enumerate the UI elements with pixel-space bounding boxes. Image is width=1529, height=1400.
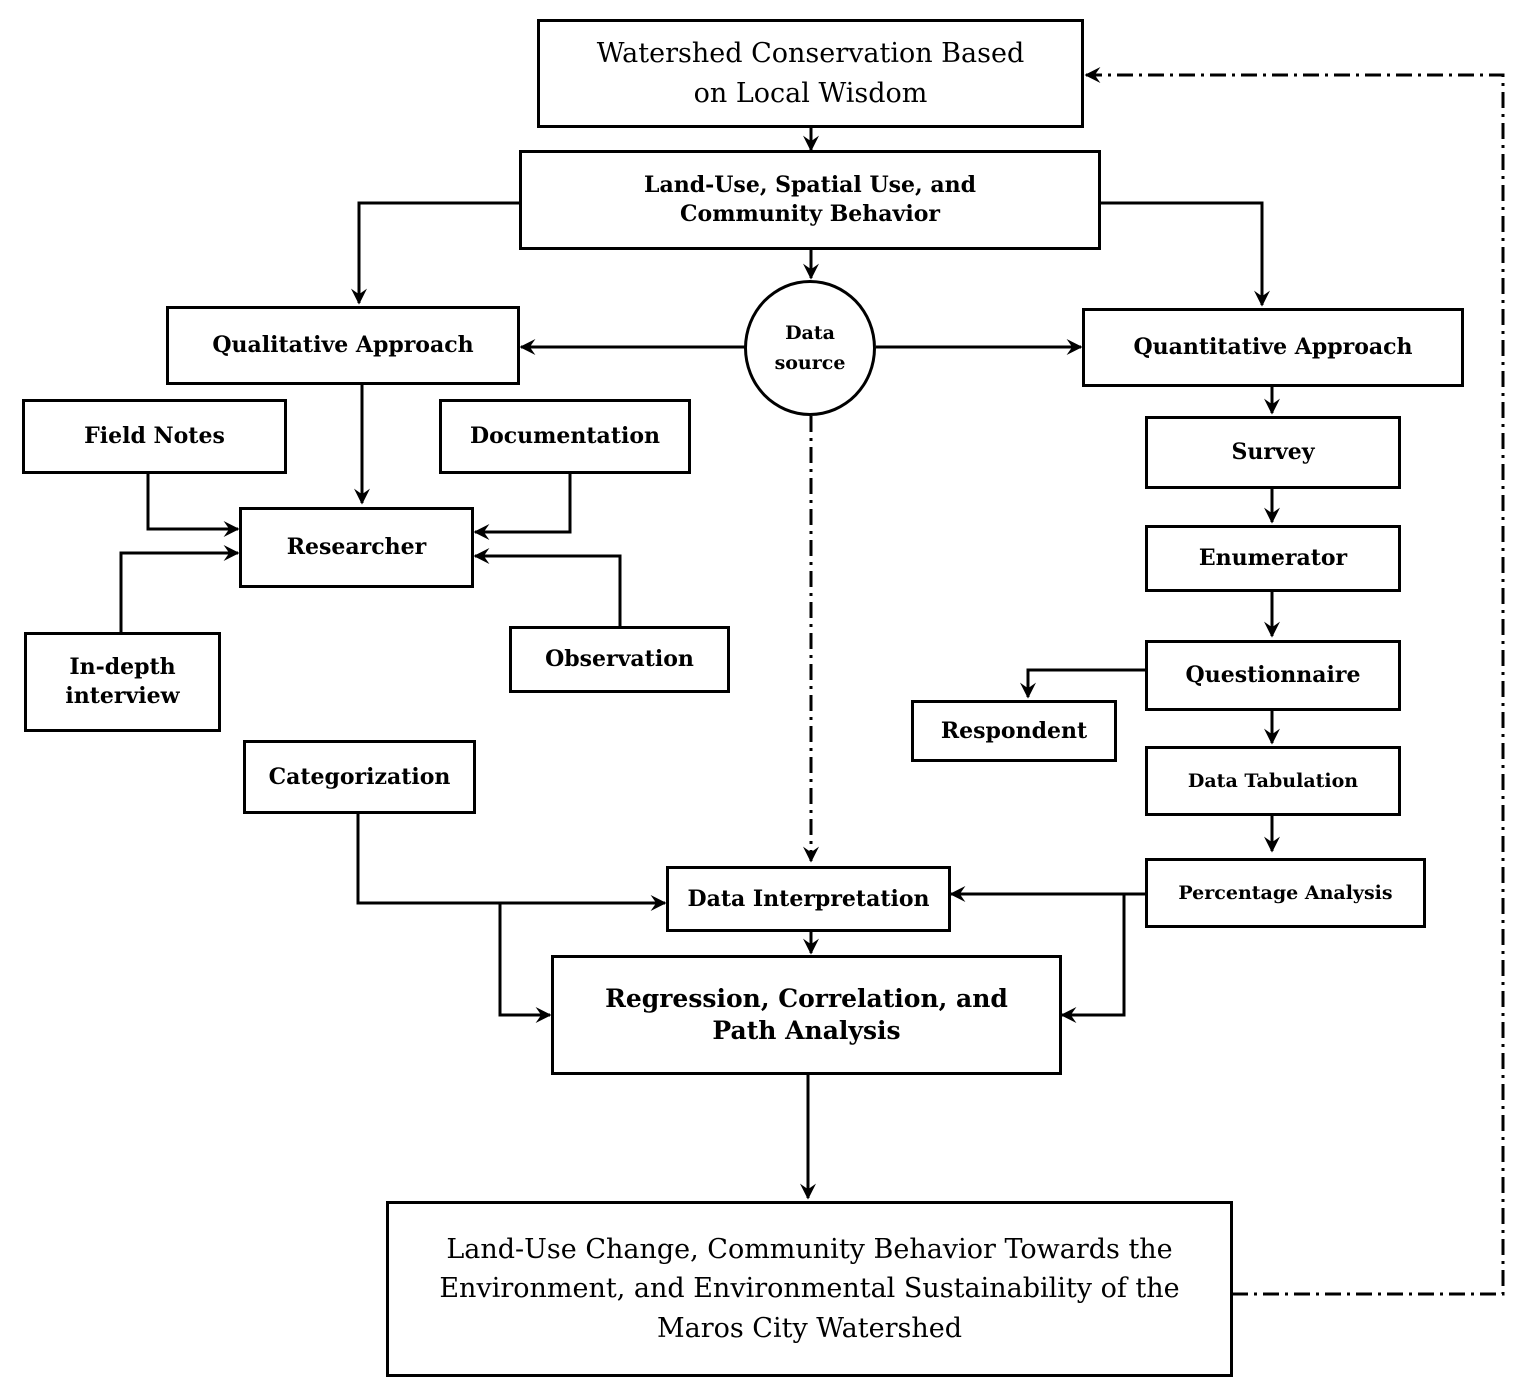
arrow-documentation-to-researcher (473, 474, 572, 540)
outcome-label: Land-Use Change, Community Behavior Towa… (439, 1234, 1180, 1344)
arrow-categorization-to-regression (498, 903, 552, 1023)
data-tabulation-label: Data Tabulation (1187, 769, 1359, 792)
arrow-categorization-to-interpretation (356, 814, 667, 911)
node-survey: Survey (1145, 416, 1401, 489)
arrow-fieldnotes-to-researcher (146, 474, 240, 537)
data-source-label: Data source (774, 321, 846, 374)
arrow-landuse-to-qualitative (351, 201, 520, 305)
node-enumerator: Enumerator (1145, 525, 1401, 592)
node-researcher: Researcher (239, 507, 474, 588)
arrow-interview-to-researcher (119, 545, 240, 632)
node-land-use-behavior: Land-Use, Spatial Use, and Community Beh… (519, 150, 1101, 250)
regression-analysis-label: Regression, Correlation, and Path Analys… (605, 983, 1008, 1046)
quantitative-approach-label: Quantitative Approach (1133, 334, 1413, 361)
watershed-conservation-label: Watershed Conservation Based on Local Wi… (596, 38, 1025, 109)
node-quantitative-approach: Quantitative Approach (1082, 308, 1464, 387)
node-observation: Observation (509, 626, 730, 693)
qualitative-approach-label: Qualitative Approach (212, 332, 474, 359)
node-documentation: Documentation (439, 399, 691, 474)
survey-label: Survey (1231, 439, 1315, 466)
node-in-depth-interview: In-depth interview (24, 632, 221, 732)
node-regression-analysis: Regression, Correlation, and Path Analys… (551, 955, 1062, 1075)
node-respondent: Respondent (911, 700, 1117, 762)
feedback-outcome-to-conservation (1084, 67, 1505, 1296)
node-questionnaire: Questionnaire (1145, 640, 1401, 711)
questionnaire-label: Questionnaire (1185, 662, 1361, 689)
arrow-landuse-to-quantitative (1101, 201, 1270, 307)
documentation-label: Documentation (469, 423, 661, 450)
enumerator-label: Enumerator (1198, 545, 1348, 572)
node-field-notes: Field Notes (22, 399, 287, 474)
respondent-label: Respondent (940, 717, 1088, 744)
field-notes-label: Field Notes (84, 423, 225, 450)
node-outcome: Land-Use Change, Community Behavior Towa… (386, 1201, 1233, 1377)
arrow-percentage-to-regression (1060, 894, 1126, 1023)
node-data-interpretation: Data Interpretation (666, 866, 951, 932)
land-use-behavior-label: Land-Use, Spatial Use, and Community Beh… (644, 172, 976, 227)
categorization-label: Categorization (268, 763, 451, 790)
node-percentage-analysis: Percentage Analysis (1145, 858, 1426, 928)
node-qualitative-approach: Qualitative Approach (166, 306, 520, 385)
arrow-questionnaire-to-respondent (1020, 668, 1145, 699)
observation-label: Observation (545, 646, 694, 673)
data-interpretation-label: Data Interpretation (687, 885, 930, 912)
node-watershed-conservation: Watershed Conservation Based on Local Wi… (537, 19, 1084, 128)
researcher-label: Researcher (286, 534, 427, 561)
node-data-tabulation: Data Tabulation (1145, 746, 1401, 816)
node-data-source: Data source (744, 280, 876, 416)
percentage-analysis-label: Percentage Analysis (1178, 881, 1393, 904)
in-depth-interview-label: In-depth interview (65, 654, 180, 709)
node-categorization: Categorization (243, 740, 476, 814)
arrow-observation-to-researcher (473, 548, 622, 626)
